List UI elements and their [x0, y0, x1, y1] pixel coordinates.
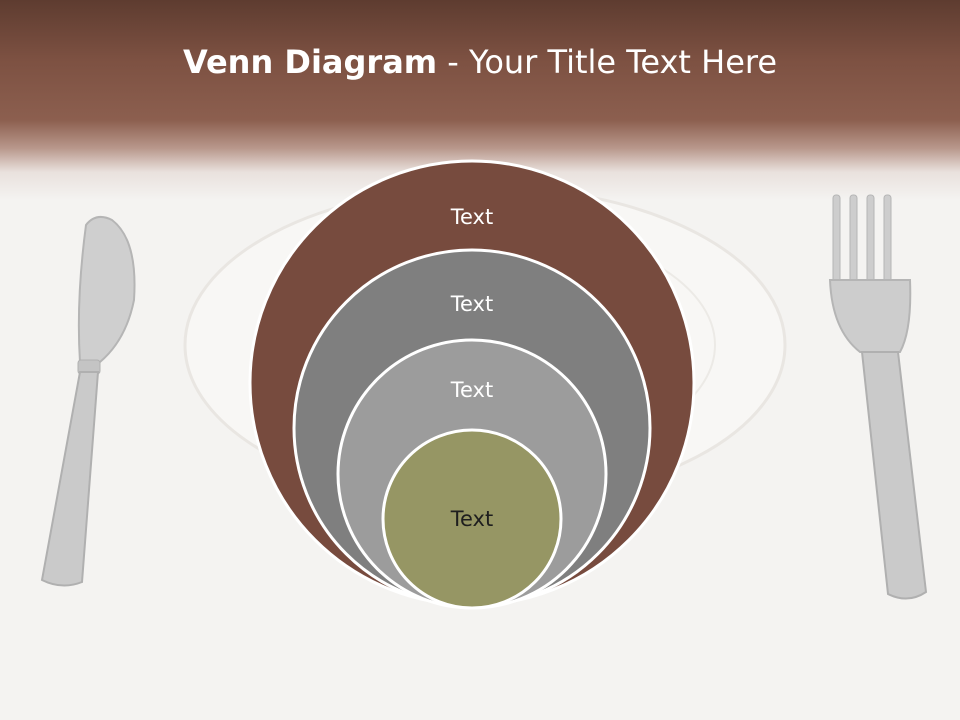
slide-title-rest: - Your Title Text Here — [437, 43, 778, 81]
slide-title-bold: Venn Diagram — [182, 43, 438, 81]
fork-image — [828, 194, 928, 600]
knife-image — [40, 215, 136, 587]
ring-inner-label: Text — [450, 507, 494, 531]
ring-second-label: Text — [450, 292, 494, 316]
slide-title: Venn Diagram - Your Title Text Here — [0, 40, 960, 84]
ring-third-label: Text — [450, 378, 494, 402]
ring-inner — [381, 428, 563, 610]
ring-outer-label: Text — [450, 205, 494, 229]
